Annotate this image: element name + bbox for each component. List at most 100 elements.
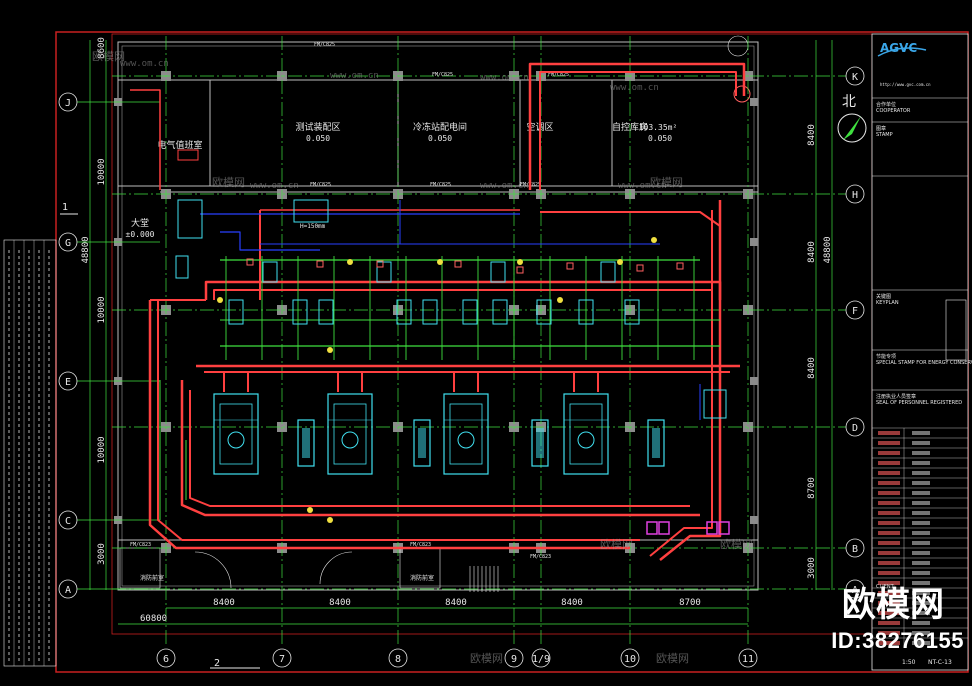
title-row-value (912, 581, 930, 585)
axis-bubble (845, 417, 865, 437)
axis-bubble (58, 510, 78, 530)
axis-label-row: K (852, 72, 858, 83)
pipe (157, 300, 640, 541)
title-row-value (912, 601, 930, 605)
building-walls (114, 35, 759, 592)
storage-tank (413, 419, 431, 467)
stair-label: 消防前室 (140, 574, 164, 582)
room-name: 电气值班室 (157, 139, 202, 151)
valve (651, 237, 657, 243)
axis-label-row: C (65, 516, 71, 527)
title-row-cn (878, 531, 900, 535)
valve (437, 259, 443, 265)
axis-bubble (845, 300, 865, 320)
title-row-cn (878, 571, 900, 575)
title-row-cn (878, 521, 900, 525)
dim-bay-width: 8400 (213, 598, 235, 608)
watermark-site: www.om.cn (480, 73, 529, 83)
valve (327, 347, 333, 353)
axis-bubble (272, 648, 292, 668)
pipe (130, 89, 161, 190)
axis-bubble (156, 648, 176, 668)
title-sheet: NT-C-13 (928, 659, 952, 666)
title-section-en: SEAL OF PERSONNEL REGISTERED (876, 400, 962, 406)
room-name: 冷冻站配电间 (413, 121, 467, 133)
room-level: 0.050 (306, 134, 330, 143)
watermark-site: www.om.cn (610, 83, 659, 93)
dim-left: 3000 (97, 543, 107, 565)
title-section-en: KEYPLAN (876, 300, 899, 306)
dim-right: 8400 (807, 241, 817, 263)
dim-right: 3000 (807, 557, 817, 579)
title-row-value (912, 451, 930, 455)
pipe (213, 289, 713, 300)
title-row-value (912, 591, 930, 595)
expansion-tank (703, 389, 727, 419)
watermark-id: ID:38276155 (831, 628, 964, 653)
door-tag: FM/C825 (548, 72, 569, 78)
axis-label-row: H (852, 190, 858, 201)
column (750, 516, 758, 524)
door-tag: FM/C823 (410, 542, 431, 548)
title-row-value (912, 641, 930, 645)
dim-bay-width: 8700 (679, 598, 701, 608)
valve-group (646, 521, 658, 535)
pump-unit (376, 261, 392, 283)
title-section-en: STAMP (876, 132, 893, 138)
dim-left-total: 48800 (81, 236, 91, 263)
storage-tank (647, 419, 665, 467)
axis-label-column: 1/9 (532, 654, 550, 665)
pump-unit (396, 299, 412, 325)
title-row-value (912, 491, 930, 495)
softener-unit (177, 199, 203, 239)
dim-bay-width: 8400 (445, 598, 467, 608)
title-row-cn (878, 451, 900, 455)
valve (517, 259, 523, 265)
door-tag: FM/C823 (530, 554, 551, 560)
valve-group (658, 521, 670, 535)
pump-unit (262, 261, 278, 283)
chiller-unit (213, 393, 259, 475)
axis-label-column: 9 (511, 654, 517, 665)
column (750, 377, 758, 385)
chiller-unit (443, 393, 489, 475)
valve (217, 297, 223, 303)
watermark-brand-small: 欧模网 (720, 538, 753, 551)
title-row-value (912, 551, 930, 555)
dim-right: 8400 (807, 357, 817, 379)
title-row-cn (878, 621, 900, 625)
axis-label-row: D (852, 423, 858, 434)
pipe (659, 200, 722, 561)
storage-tank (531, 419, 549, 467)
room-level: 103.35m² (639, 123, 678, 132)
pump-unit (536, 299, 552, 325)
pump-unit (600, 261, 616, 283)
axis-label-column: 11 (742, 654, 754, 665)
door-tag: FM/C823 (130, 542, 151, 548)
axis-label-row: A (852, 585, 858, 596)
title-row-cn (878, 541, 900, 545)
axis-label-row: E (65, 377, 71, 388)
title-row-value (912, 501, 930, 505)
title-section-en: COOPERATOR (876, 108, 911, 114)
column (750, 238, 758, 246)
axis-bubble (738, 648, 758, 668)
title-row-cn (878, 471, 900, 475)
dim-left: 10000 (97, 436, 107, 463)
axis-bubble (58, 232, 78, 252)
door-tag: FM/C825 (314, 42, 335, 48)
watermark-site: www.om.cn (330, 71, 379, 81)
watermark-site: www.om.cn (250, 181, 299, 191)
title-section-cn: 图章 (876, 125, 886, 132)
dim-right-total: 48800 (823, 236, 833, 263)
title-row-value (912, 461, 930, 465)
door-tag: FM/C825 (432, 72, 453, 78)
title-row-value (912, 531, 930, 535)
title-scale: 1:50 (902, 659, 916, 666)
title-row-value (912, 511, 930, 515)
title-row-cn (878, 601, 900, 605)
title-row-value (912, 481, 930, 485)
title-row-cn (878, 431, 900, 435)
title-section-cn: 合作单位 (876, 101, 896, 108)
